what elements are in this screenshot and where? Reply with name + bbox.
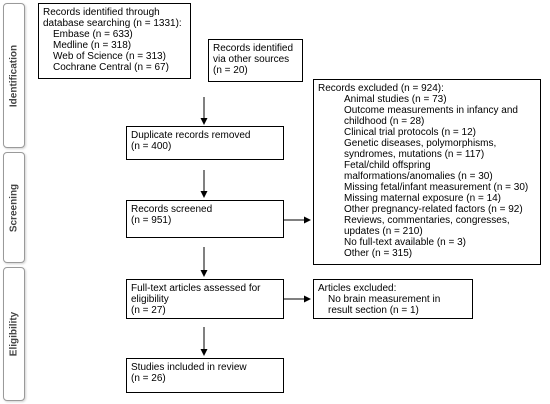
source-web-of-science: Web of Science (n = 313) (53, 51, 166, 62)
records-excluded-header: Records excluded (n = 924): (318, 83, 444, 94)
excluded-reason: Reviews, commentaries, congresses, (344, 215, 510, 226)
studies-included-line2: (n = 26) (131, 373, 166, 384)
excluded-reason: Fetal/child offspring (344, 160, 431, 171)
records-screened-box: Records screened (n = 951) (126, 200, 284, 238)
articles-excluded-header: Articles excluded: (318, 283, 397, 294)
duplicates-removed-line1: Duplicate records removed (131, 130, 251, 141)
records-excluded-box: Records excluded (n = 924): Animal studi… (313, 79, 541, 265)
fulltext-assessed-line2: eligibility (131, 294, 169, 305)
source-medline: Medline (n = 318) (53, 40, 132, 51)
studies-included-box: Studies included in review (n = 26) (126, 358, 284, 393)
excluded-reason: Animal studies (n = 73) (344, 94, 447, 105)
excluded-reason: updates (n = 210) (344, 226, 423, 237)
records-screened-line2: (n = 951) (131, 215, 172, 226)
other-sources-line3: (n = 20) (213, 65, 248, 76)
phase-eligibility: Eligibility (3, 267, 25, 401)
excluded-reason: childhood (n = 28) (344, 116, 425, 127)
articles-excluded-box: Articles excluded: No brain measurement … (313, 279, 473, 319)
excluded-reason: malformations/anomalies (n = 30) (344, 171, 493, 182)
duplicates-removed-line2: (n = 400) (131, 141, 172, 152)
excluded-reason: Missing fetal/infant measurement (n = 30… (344, 182, 529, 193)
articles-excluded-line1: No brain measurement in (328, 294, 441, 305)
articles-excluded-line2: result section (n = 1) (328, 305, 419, 316)
excluded-reason: Missing maternal exposure (n = 14) (344, 193, 502, 204)
excluded-reason: syndromes, mutations (n = 117) (344, 149, 485, 160)
fulltext-assessed-line3: (n = 27) (131, 305, 166, 316)
phase-identification: Identification (3, 3, 25, 148)
records-screened-line1: Records screened (131, 204, 213, 215)
other-sources-line2: via other sources (213, 54, 290, 65)
source-embase: Embase (n = 633) (53, 29, 133, 40)
duplicates-removed-box: Duplicate records removed (n = 400) (126, 126, 284, 160)
database-records-box: Records identified through database sear… (38, 3, 191, 79)
database-records-line2: database searching (n = 1331): (43, 18, 182, 29)
excluded-reason: Clinical trial protocols (n = 12) (344, 127, 476, 138)
other-sources-box: Records identified via other sources (n … (208, 39, 303, 82)
excluded-reason: Genetic diseases, polymorphisms, (344, 138, 497, 149)
fulltext-assessed-line1: Full-text articles assessed for (131, 283, 261, 294)
other-sources-line1: Records identified (213, 43, 294, 54)
fulltext-assessed-box: Full-text articles assessed for eligibil… (126, 279, 284, 319)
excluded-reason: Other pregnancy-related factors (n = 92) (344, 204, 523, 215)
excluded-reason: No full-text available (n = 3) (344, 237, 467, 248)
database-records-line1: Records identified through (43, 7, 160, 18)
phase-screening: Screening (3, 152, 25, 263)
excluded-reason: Outcome measurements in infancy and (344, 105, 518, 116)
source-cochrane: Cochrane Central (n = 67) (53, 62, 169, 73)
excluded-reason: Other (n = 315) (344, 248, 413, 259)
studies-included-line1: Studies included in review (131, 362, 247, 373)
